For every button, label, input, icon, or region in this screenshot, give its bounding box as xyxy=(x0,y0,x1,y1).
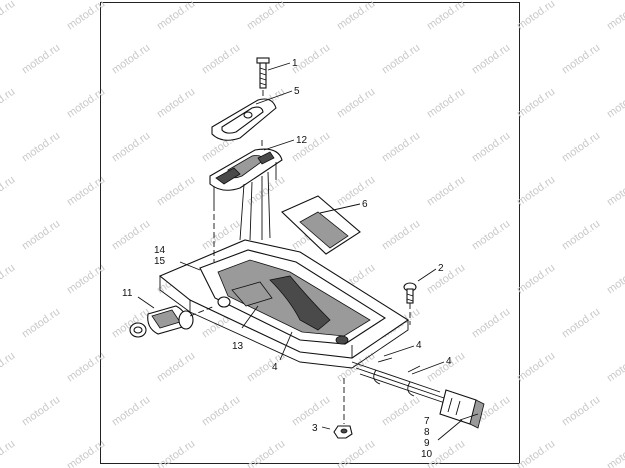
callout-9: 9 xyxy=(424,438,430,449)
watermark-text: motod.ru xyxy=(0,262,17,297)
callout-4-b: 4 xyxy=(416,340,422,351)
watermark-text: motod.ru xyxy=(425,0,467,32)
watermark-text: motod.ru xyxy=(0,438,17,468)
callout-4-a: 4 xyxy=(272,362,278,373)
watermark-text: motod.ru xyxy=(335,174,377,209)
callout-14: 14 xyxy=(154,245,166,256)
watermark-text: motod.ru xyxy=(20,42,62,77)
callout-6: 6 xyxy=(362,199,368,210)
watermark-text: motod.ru xyxy=(425,86,467,121)
console-housing-part-14-15 xyxy=(158,239,410,369)
watermark-text: motod.ru xyxy=(155,350,197,385)
shift-gate-part-12 xyxy=(209,148,283,241)
watermark-text: motod.ru xyxy=(605,350,625,385)
watermark-text: motod.ru xyxy=(65,350,107,385)
callout-2: 2 xyxy=(438,263,444,274)
watermark-text: motod.ru xyxy=(0,86,17,121)
callout-10: 10 xyxy=(421,449,433,460)
callout-labels: 1 5 12 6 2 14 15 11 13 4 4 4 3 7 8 9 10 xyxy=(122,58,452,460)
nut-part-3 xyxy=(333,378,353,439)
watermark-text: motod.ru xyxy=(155,174,197,209)
screw-part-1 xyxy=(256,57,270,89)
watermark-text: motod.ru xyxy=(515,174,557,209)
callout-13: 13 xyxy=(232,341,244,352)
screw-part-2 xyxy=(403,282,417,325)
watermark-text: motod.ru xyxy=(515,350,557,385)
watermark-text: motod.ru xyxy=(380,130,422,165)
watermark-text: motod.ru xyxy=(515,262,557,297)
callout-12: 12 xyxy=(296,135,308,146)
watermark-text: motod.ru xyxy=(0,174,17,209)
watermark-text: motod.ru xyxy=(0,350,17,385)
watermark-text: motod.ru xyxy=(335,0,377,32)
wire-harness-part-4 xyxy=(351,357,449,405)
watermark-text: motod.ru xyxy=(65,0,107,32)
watermark-text: motod.ru xyxy=(605,174,625,209)
watermark-text: motod.ru xyxy=(380,42,422,77)
watermark-text: motod.ru xyxy=(110,218,152,253)
callout-5: 5 xyxy=(294,86,300,97)
watermark-text: motod.ru xyxy=(560,394,602,429)
leader-lines xyxy=(137,62,479,441)
watermark-text: motod.ru xyxy=(470,218,512,253)
watermark-text: motod.ru xyxy=(515,438,557,468)
watermark-text: motod.ru xyxy=(380,218,422,253)
callout-1: 1 xyxy=(292,58,298,69)
connector-part-7-10 xyxy=(439,389,485,429)
watermark-text: motod.ru xyxy=(560,130,602,165)
callout-15: 15 xyxy=(154,256,166,267)
watermark-text: motod.ru xyxy=(110,394,152,429)
watermark-text: motod.ru xyxy=(155,0,197,32)
watermark-text: motod.ru xyxy=(605,262,625,297)
watermark-text: motod.ru xyxy=(245,350,287,385)
watermark-text: motod.ru xyxy=(470,130,512,165)
watermark-text: motod.ru xyxy=(515,0,557,32)
watermark-text: motod.ru xyxy=(110,130,152,165)
watermark-text: motod.ru xyxy=(335,86,377,121)
watermark-text: motod.ru xyxy=(110,42,152,77)
watermark-text: motod.ru xyxy=(605,0,625,32)
callout-11: 11 xyxy=(122,288,133,299)
cover-plate-part-5 xyxy=(211,98,277,141)
assembly-guide-lines xyxy=(213,90,264,262)
watermark-text: motod.ru xyxy=(65,262,107,297)
watermark-text: motod.ru xyxy=(20,394,62,429)
watermark-text: motod.ru xyxy=(200,394,242,429)
callout-3: 3 xyxy=(312,423,318,434)
watermark-text: motod.ru xyxy=(245,0,287,32)
watermark-text: motod.ru xyxy=(425,174,467,209)
watermark-text: motod.ru xyxy=(65,174,107,209)
watermark-text: motod.ru xyxy=(110,306,152,341)
watermark-text: motod.ru xyxy=(380,394,422,429)
watermark-text: motod.ru xyxy=(245,438,287,468)
watermark-text: motod.ru xyxy=(20,218,62,253)
callout-7: 7 xyxy=(424,416,430,427)
callout-4-c: 4 xyxy=(446,356,452,367)
trim-panel-part-6 xyxy=(281,195,361,255)
watermark-text: motod.ru xyxy=(560,306,602,341)
watermark-text: motod.ru xyxy=(560,42,602,77)
watermark-text: motod.ru xyxy=(200,42,242,77)
watermark-text: motod.ru xyxy=(470,306,512,341)
watermark-text: motod.ru xyxy=(605,438,625,468)
watermark-text: motod.ru xyxy=(560,218,602,253)
watermark-text: motod.ru xyxy=(65,86,107,121)
watermark-text: motod.ru xyxy=(515,86,557,121)
watermark-text: motod.ru xyxy=(605,86,625,121)
lamp-socket-part-11 xyxy=(129,305,216,338)
watermark-text: motod.ru xyxy=(65,438,107,468)
watermark-text: motod.ru xyxy=(470,42,512,77)
watermark-text: motod.ru xyxy=(20,306,62,341)
watermark-text: motod.ru xyxy=(155,86,197,121)
watermark-text: motod.ru xyxy=(0,0,17,32)
watermark-text: motod.ru xyxy=(335,438,377,468)
watermark-text: motod.ru xyxy=(20,130,62,165)
diagram-frame xyxy=(100,2,520,464)
watermark-text: motod.ru xyxy=(425,262,467,297)
watermark-text: motod.ru xyxy=(155,438,197,468)
callout-8: 8 xyxy=(424,427,430,438)
